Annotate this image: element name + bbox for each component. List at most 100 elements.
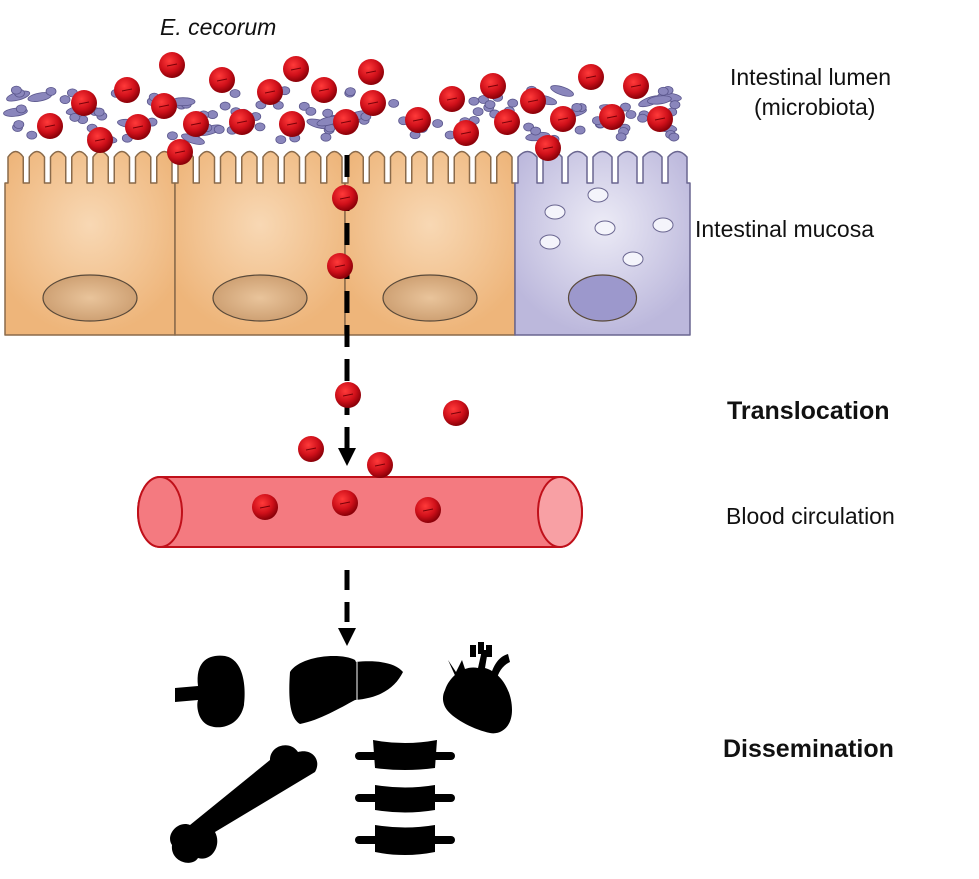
microbiota-bacterium: [45, 87, 57, 96]
liver-icon: [289, 656, 403, 724]
cell-nucleus: [42, 274, 138, 322]
bacterium-septum: [158, 104, 170, 108]
cell-nucleus: [567, 274, 638, 322]
microbiota-bacterium: [305, 106, 317, 116]
microbiota-bacterium: [13, 120, 25, 129]
cell-nucleus: [212, 274, 308, 322]
lumen-label: Intestinal lumen: [730, 64, 892, 90]
microbiota-bacterium: [432, 119, 444, 128]
bacterium-septum: [44, 124, 56, 128]
microbiota-bacterium: [669, 100, 681, 110]
bacterium-septum: [446, 97, 458, 101]
microbiota-bacterium: [530, 126, 542, 136]
microbiota-bacterium: [388, 98, 400, 108]
microbiota-bacterium: [229, 89, 241, 98]
microbiota-bacterium: [625, 110, 637, 119]
bacterium-septum: [334, 264, 346, 268]
bacterium-septum: [166, 63, 178, 67]
bacterium-septum: [290, 67, 302, 71]
bacterium-septum: [78, 101, 90, 105]
bacterium-septum: [630, 84, 642, 88]
bacterium-septum: [367, 101, 379, 105]
microbiota-bacterium: [167, 131, 178, 141]
cell-nucleus: [382, 274, 478, 322]
bacterium-septum: [422, 508, 434, 512]
arrowhead-icon: [338, 448, 356, 466]
spleen-icon: [175, 655, 245, 728]
heart-icon: [442, 642, 512, 734]
microbiota-bacterium: [574, 125, 586, 135]
bacterium-septum: [121, 88, 133, 92]
bone-icon: [170, 745, 318, 863]
bacterium-septum: [342, 393, 354, 397]
bacterium-septum: [542, 146, 554, 150]
blood-circulation-label: Blood circulation: [726, 503, 895, 529]
bacterium-septum: [339, 196, 351, 200]
bacterium-septum: [585, 75, 597, 79]
microbiota-bacterium: [344, 87, 356, 97]
translocation-label: Translocation: [727, 397, 890, 425]
bacterium-septum: [132, 125, 144, 129]
organs: [170, 642, 512, 863]
microbiota-bacterium: [15, 104, 27, 114]
microbiota-label: (microbiota): [754, 94, 876, 120]
microbiota-bacterium: [507, 98, 519, 108]
microbiota-bacterium: [10, 85, 22, 95]
bacterium-septum: [94, 138, 106, 142]
bacterium-septum: [264, 90, 276, 94]
bacterium-septum: [501, 120, 513, 124]
microbiota-bacterium: [26, 130, 38, 140]
mucus-granule: [587, 187, 609, 203]
microbiota-bacterium: [472, 107, 484, 117]
bacterium-septum: [216, 78, 228, 82]
microbiota-bacterium: [59, 95, 71, 104]
microbiota-bacterium: [668, 132, 680, 142]
microbiota-bacterium: [322, 108, 334, 118]
goblet-cell: [514, 150, 691, 336]
bacterium-septum: [340, 120, 352, 124]
microbiota-bacterium: [69, 113, 81, 122]
vertebrae-icon: [355, 740, 455, 855]
organism-label: E. cecorum: [160, 14, 277, 40]
arrowhead-icon: [338, 628, 356, 646]
mucus-granule: [594, 220, 616, 236]
mucus-granule: [539, 234, 561, 250]
microbiota-bacterium: [550, 85, 574, 97]
mucus-granule: [544, 204, 566, 220]
bacterium-septum: [527, 99, 539, 103]
bacterium-septum: [365, 70, 377, 74]
e-cecorum-bacteria: [37, 52, 673, 523]
bacterium-septum: [606, 115, 618, 119]
microbiota-bacterium: [254, 122, 266, 132]
mucus-granule: [652, 217, 674, 233]
dissemination-label: Dissemination: [723, 735, 894, 763]
bacterium-septum: [259, 505, 271, 509]
microbiota-bacterium: [657, 86, 669, 96]
bacterium-septum: [286, 122, 298, 126]
bacterium-septum: [487, 84, 499, 88]
microbiota-bacterium: [571, 103, 583, 112]
bacterium-septum: [339, 501, 351, 505]
microbiota-bacterium: [298, 101, 310, 111]
microbiota-bacterium: [647, 95, 672, 105]
bacterium-septum: [460, 131, 472, 135]
microbiota-bacterium: [93, 107, 105, 117]
bacterium-septum: [557, 117, 569, 121]
microbiota-bacterium: [615, 132, 627, 142]
microbiota-bacterium: [207, 110, 218, 119]
bacterium-septum: [305, 447, 317, 451]
microbiota-bacterium: [320, 132, 332, 142]
microbiota-bacterium: [213, 125, 225, 134]
microbiota-bacterium: [468, 96, 480, 106]
bacterium-septum: [450, 411, 462, 415]
microbiota-bacterium: [275, 135, 287, 145]
bacterium-septum: [190, 122, 202, 126]
microbiota-bacterium: [219, 101, 231, 111]
bacterium-septum: [654, 117, 666, 121]
microbiota-bacterium: [637, 113, 648, 123]
bacterium-septum: [374, 463, 386, 467]
microbiota-bacterium: [620, 102, 631, 112]
mucosa-label: Intestinal mucosa: [695, 216, 874, 242]
